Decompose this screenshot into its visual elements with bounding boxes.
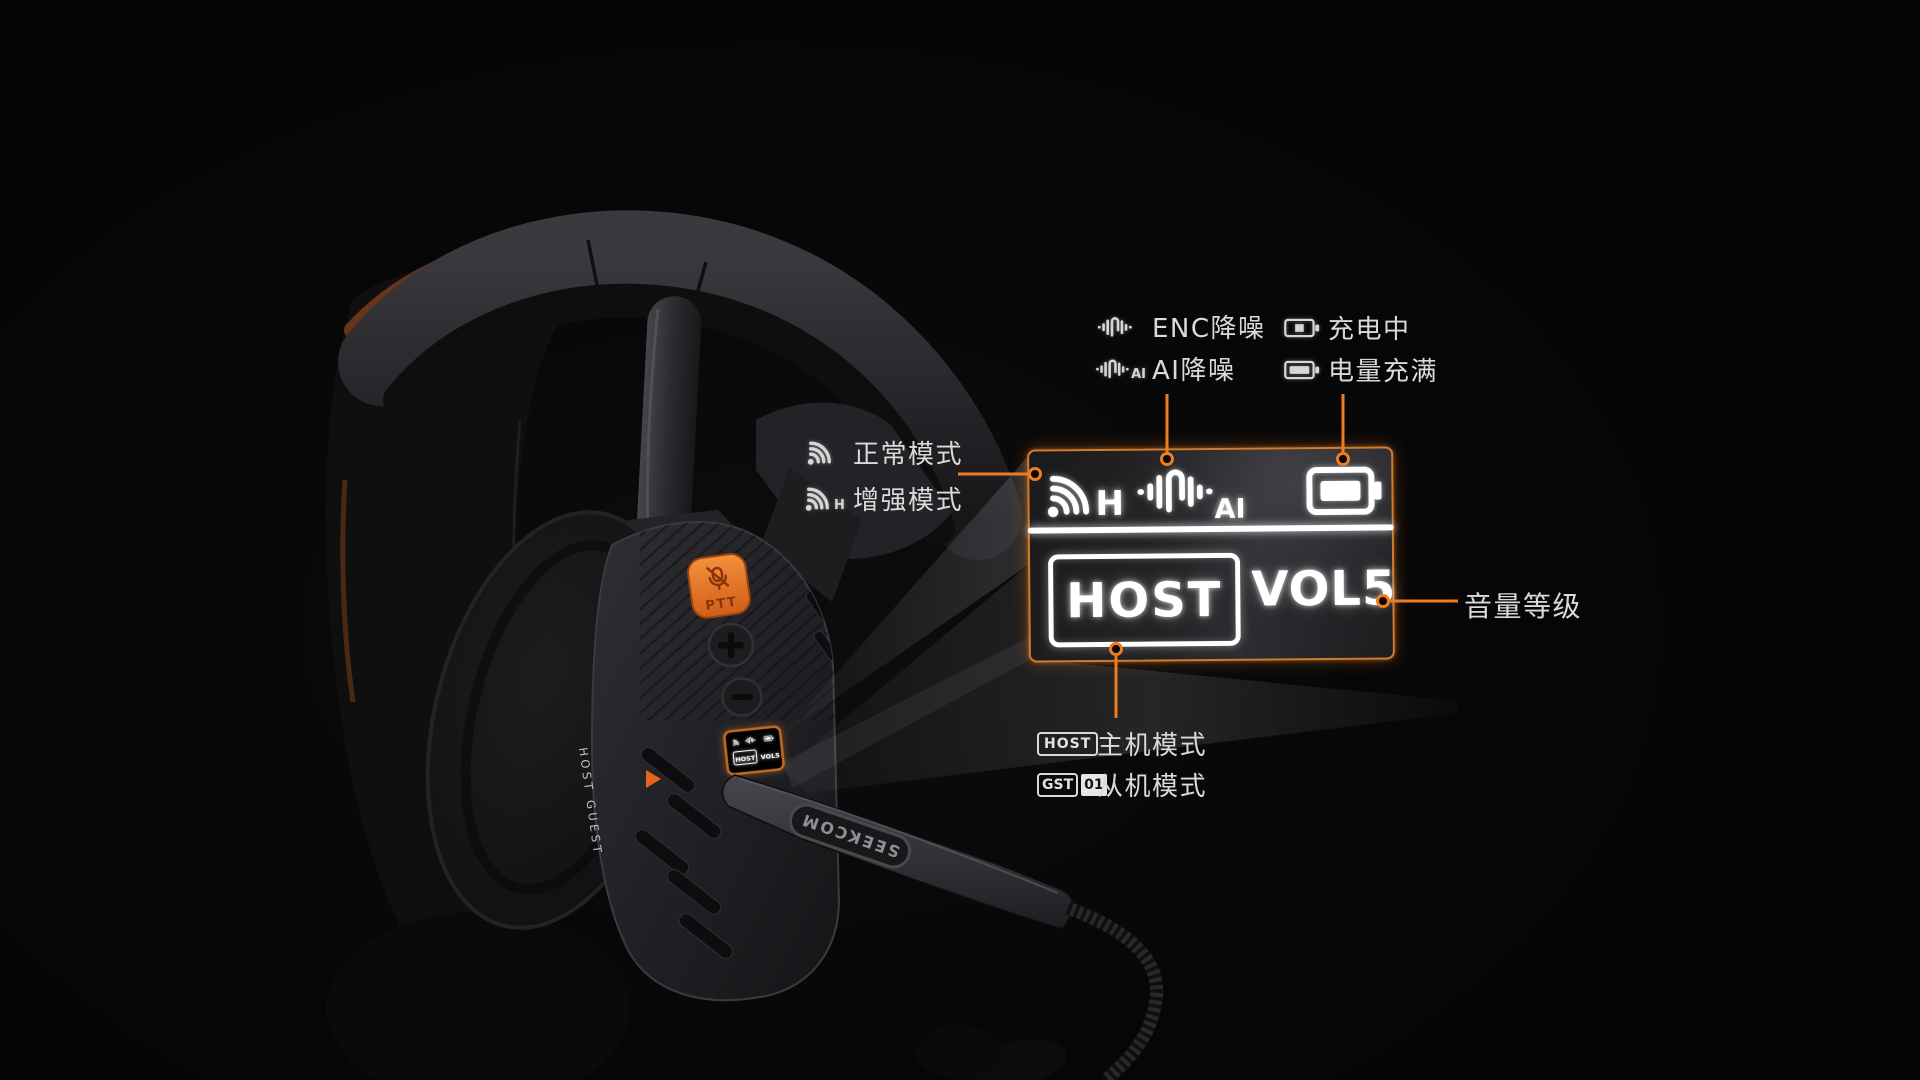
mini-display: HOST VOL5 <box>723 725 785 776</box>
mini-display-volume: VOL5 <box>760 751 780 761</box>
callout-label: 电量充满 <box>1328 357 1439 387</box>
signal-enhanced-icon: H <box>804 485 846 512</box>
host-badge: HOST <box>1037 731 1099 756</box>
callout-label: 增强模式 <box>853 486 964 516</box>
brand-badge: SEEKCOM <box>789 803 911 869</box>
mini-display-mode: HOST <box>735 754 756 764</box>
earcup-shell: PTT HOST GUEST <box>576 521 841 1002</box>
callout-host-mode: HOST 主机模式 <box>1037 725 1207 762</box>
volume-down-button <box>721 677 763 717</box>
callout-enc-noise: ENC降噪 <box>1096 308 1266 345</box>
callout-label: AI降噪 <box>1152 356 1236 386</box>
callout-label: 正常模式 <box>853 440 964 470</box>
callout-label: 主机模式 <box>1097 731 1208 761</box>
volume-up-button <box>707 622 755 668</box>
battery-charging-icon <box>1284 318 1320 338</box>
callout-normal-mode: 正常模式 <box>806 434 963 471</box>
callout-label: ENC降噪 <box>1152 314 1266 344</box>
waveform-enc-icon <box>1096 315 1146 339</box>
callout-battery-full: 电量充满 <box>1284 351 1438 388</box>
callout-label: 充电中 <box>1328 315 1411 345</box>
waveform-ai-icon: AI <box>1096 357 1146 381</box>
switch-indicator-icon <box>646 770 661 788</box>
callout-label: 音量等级 <box>1464 590 1583 623</box>
mic-boom: SEEKCOM <box>721 774 1164 1080</box>
callout-enhanced-mode: H 增强模式 <box>804 480 963 517</box>
callout-charging: 充电中 <box>1284 309 1411 346</box>
gst-badge: GST 01 <box>1037 772 1107 797</box>
callout-guest-mode: GST 01 从机模式 <box>1037 766 1207 803</box>
projection-beam <box>780 453 1459 793</box>
antenna <box>636 296 702 554</box>
battery-full-icon <box>1284 360 1320 380</box>
callout-volume-level: 音量等级 <box>1464 585 1582 625</box>
hinge-fork <box>756 402 952 602</box>
callout-ai-noise: AI AI降噪 <box>1096 350 1235 387</box>
ptt-label: PTT <box>705 595 739 614</box>
ptt-button: PTT <box>687 553 751 619</box>
callout-label: 从机模式 <box>1097 772 1208 802</box>
signal-normal-icon <box>806 439 846 466</box>
